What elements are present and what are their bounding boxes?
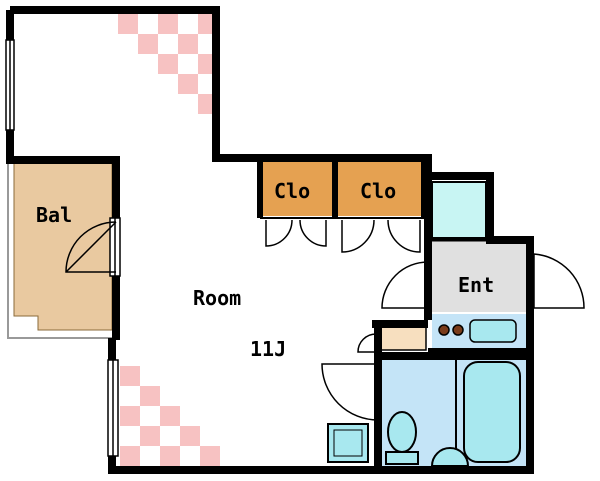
floor-tile	[200, 446, 220, 466]
floor-tiles-top	[118, 14, 218, 114]
shoe-box	[431, 181, 487, 239]
floor-tile	[120, 406, 140, 426]
floor-tile	[120, 366, 140, 386]
floor-tile	[160, 446, 180, 466]
floor-tile	[138, 34, 158, 54]
door-closet-left-a	[265, 219, 293, 247]
entrance-area	[432, 240, 526, 312]
floor-tile	[180, 426, 200, 446]
floor-tile	[118, 14, 138, 34]
floor-tile	[178, 34, 198, 54]
floor-tile	[158, 54, 178, 74]
stove-burner-right	[452, 324, 464, 336]
door-washroom	[357, 333, 377, 353]
door-bathroom	[321, 363, 379, 421]
washing-machine-inner	[333, 429, 363, 457]
floor-tile	[160, 406, 180, 426]
floor-tiles-bottom	[120, 366, 220, 466]
closet-right-area	[338, 162, 424, 216]
bathtub	[463, 361, 521, 463]
room-size-label: 11J	[250, 337, 286, 361]
room-label: Room	[193, 286, 241, 310]
closet-walls	[257, 158, 492, 242]
closet-left-area	[262, 162, 332, 216]
door-closet-left-b	[299, 219, 327, 247]
floor-tile	[120, 446, 140, 466]
floor-tile	[140, 426, 160, 446]
door-entrance-inner	[381, 261, 429, 309]
doors	[65, 219, 585, 421]
door-entrance-outer	[533, 253, 585, 309]
balcony-label: Bal	[36, 203, 72, 227]
toilet-bowl	[387, 411, 417, 453]
washbasin-counter	[379, 325, 427, 351]
floor-tile	[140, 386, 160, 406]
floor-tile	[178, 74, 198, 94]
toilet-tank	[385, 451, 419, 465]
kitchen-sink	[469, 319, 517, 343]
closet-right-label: Clo	[360, 179, 396, 203]
balcony-rail	[7, 160, 112, 339]
door-closet-right-b	[387, 219, 421, 253]
wash-basin	[430, 447, 470, 467]
walls	[6, 6, 534, 474]
closet-left-label: Clo	[274, 179, 310, 203]
balcony-area	[13, 159, 113, 331]
windows	[5, 39, 121, 457]
entrance-label: Ent	[458, 273, 494, 297]
stove-burner-left	[438, 324, 450, 336]
door-balcony	[65, 221, 117, 273]
floor-tile	[158, 14, 178, 34]
door-closet-right-a	[341, 219, 375, 253]
